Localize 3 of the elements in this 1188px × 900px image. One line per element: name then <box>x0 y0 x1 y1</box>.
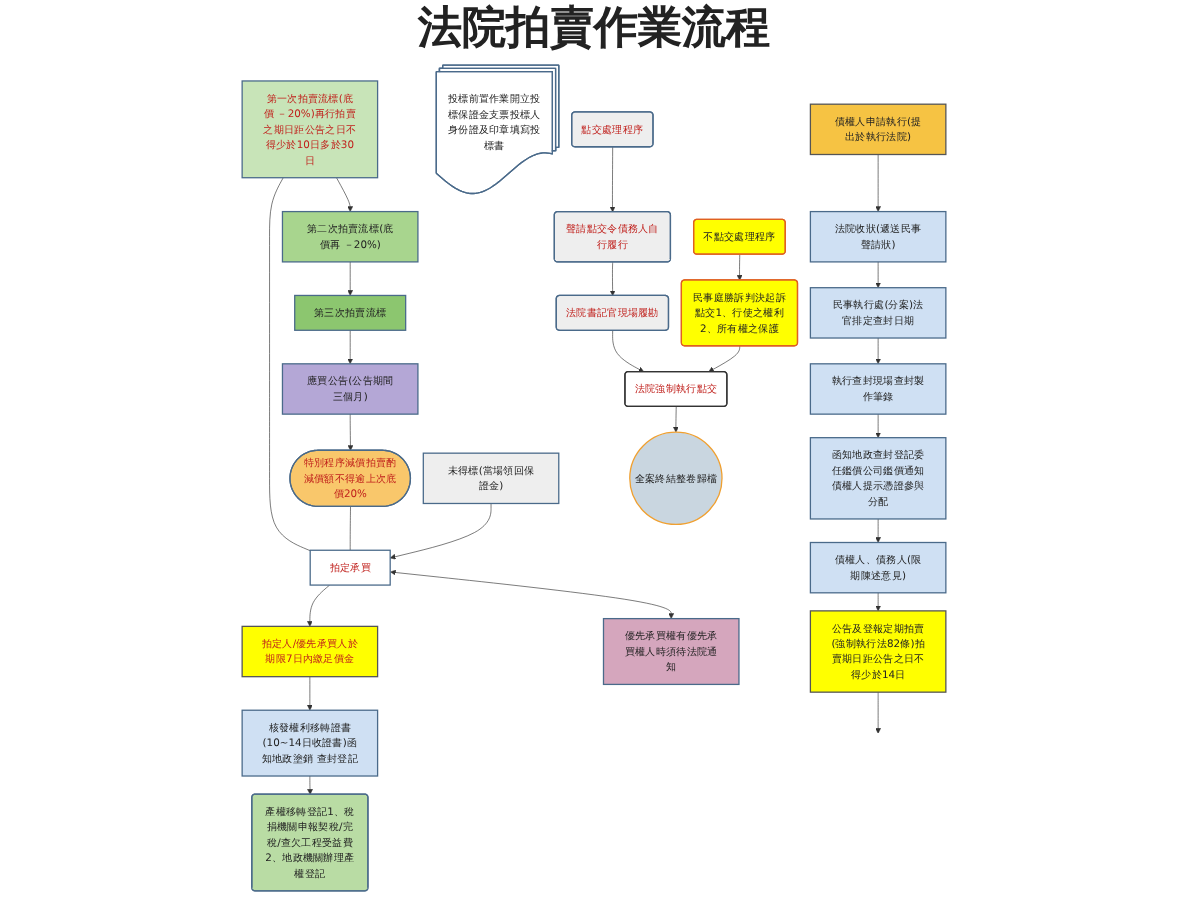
title: 法院拍賣作業流程 <box>415 1 772 58</box>
connector <box>269 177 311 552</box>
connector <box>349 506 351 551</box>
